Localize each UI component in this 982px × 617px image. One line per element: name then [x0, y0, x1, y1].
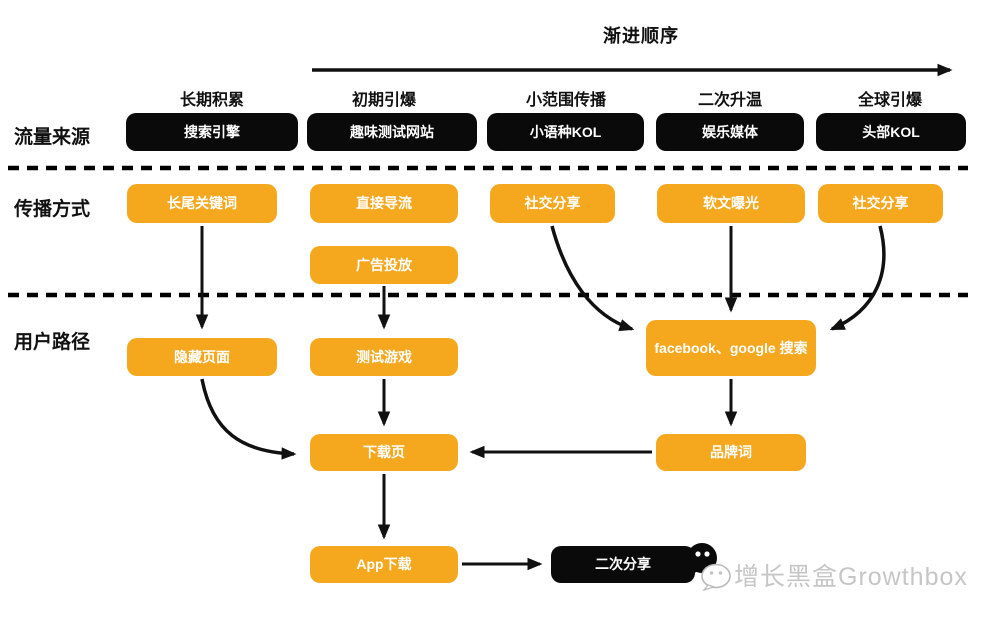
- node-top-kol: 头部KOL: [816, 113, 966, 151]
- node-social-share-a: 社交分享: [490, 184, 615, 223]
- stage-header-small-spread: 小范围传播: [525, 92, 606, 109]
- node-social-share-b: 社交分享: [818, 184, 943, 223]
- node-longtail-keywords: 长尾关键词: [127, 184, 277, 223]
- node-quiz-site: 趣味测试网站: [307, 113, 477, 151]
- watermark-brand: 增长黑盒Growthbox: [734, 563, 968, 591]
- node-reshare: 二次分享: [551, 546, 695, 583]
- node-minor-language-kol: 小语种KOL: [487, 113, 644, 151]
- wechat-icon: [687, 543, 731, 592]
- arrow-social-share-a-to-fb-google: [550, 225, 635, 332]
- node-hidden-page: 隐藏页面: [127, 338, 277, 376]
- node-download-page: 下载页: [310, 434, 458, 471]
- lane-label-traffic-sources: 流量来源: [14, 127, 91, 148]
- stage-header-global: 全球引爆: [857, 92, 922, 109]
- lane-label-user-paths: 用户路径: [14, 332, 91, 353]
- node-entertainment-media: 娱乐媒体: [656, 113, 804, 151]
- node-search-engine: 搜索引擎: [126, 113, 298, 151]
- node-test-game: 测试游戏: [310, 338, 458, 376]
- node-ad-placement: 广告投放: [310, 246, 458, 284]
- lane-label-spread-methods: 传播方式: [14, 199, 91, 220]
- arrow-hidden-page-to-download-page: [200, 378, 297, 460]
- node-soft-article-exposure: 软文曝光: [657, 184, 805, 223]
- stage-header-ignite: 初期引爆: [351, 92, 416, 109]
- stage-header-accumulate: 长期积累: [179, 92, 244, 109]
- arrow-social-share-b-to-fb-google: [829, 225, 886, 331]
- node-direct-diversion: 直接导流: [310, 184, 458, 223]
- node-fb-google-search: facebook、google 搜索: [646, 320, 816, 376]
- axis-title: 渐进顺序: [603, 26, 679, 46]
- stage-header-second-heat: 二次升温: [697, 92, 762, 109]
- node-app-download: App下载: [310, 546, 458, 583]
- node-brand-word: 品牌词: [656, 434, 806, 471]
